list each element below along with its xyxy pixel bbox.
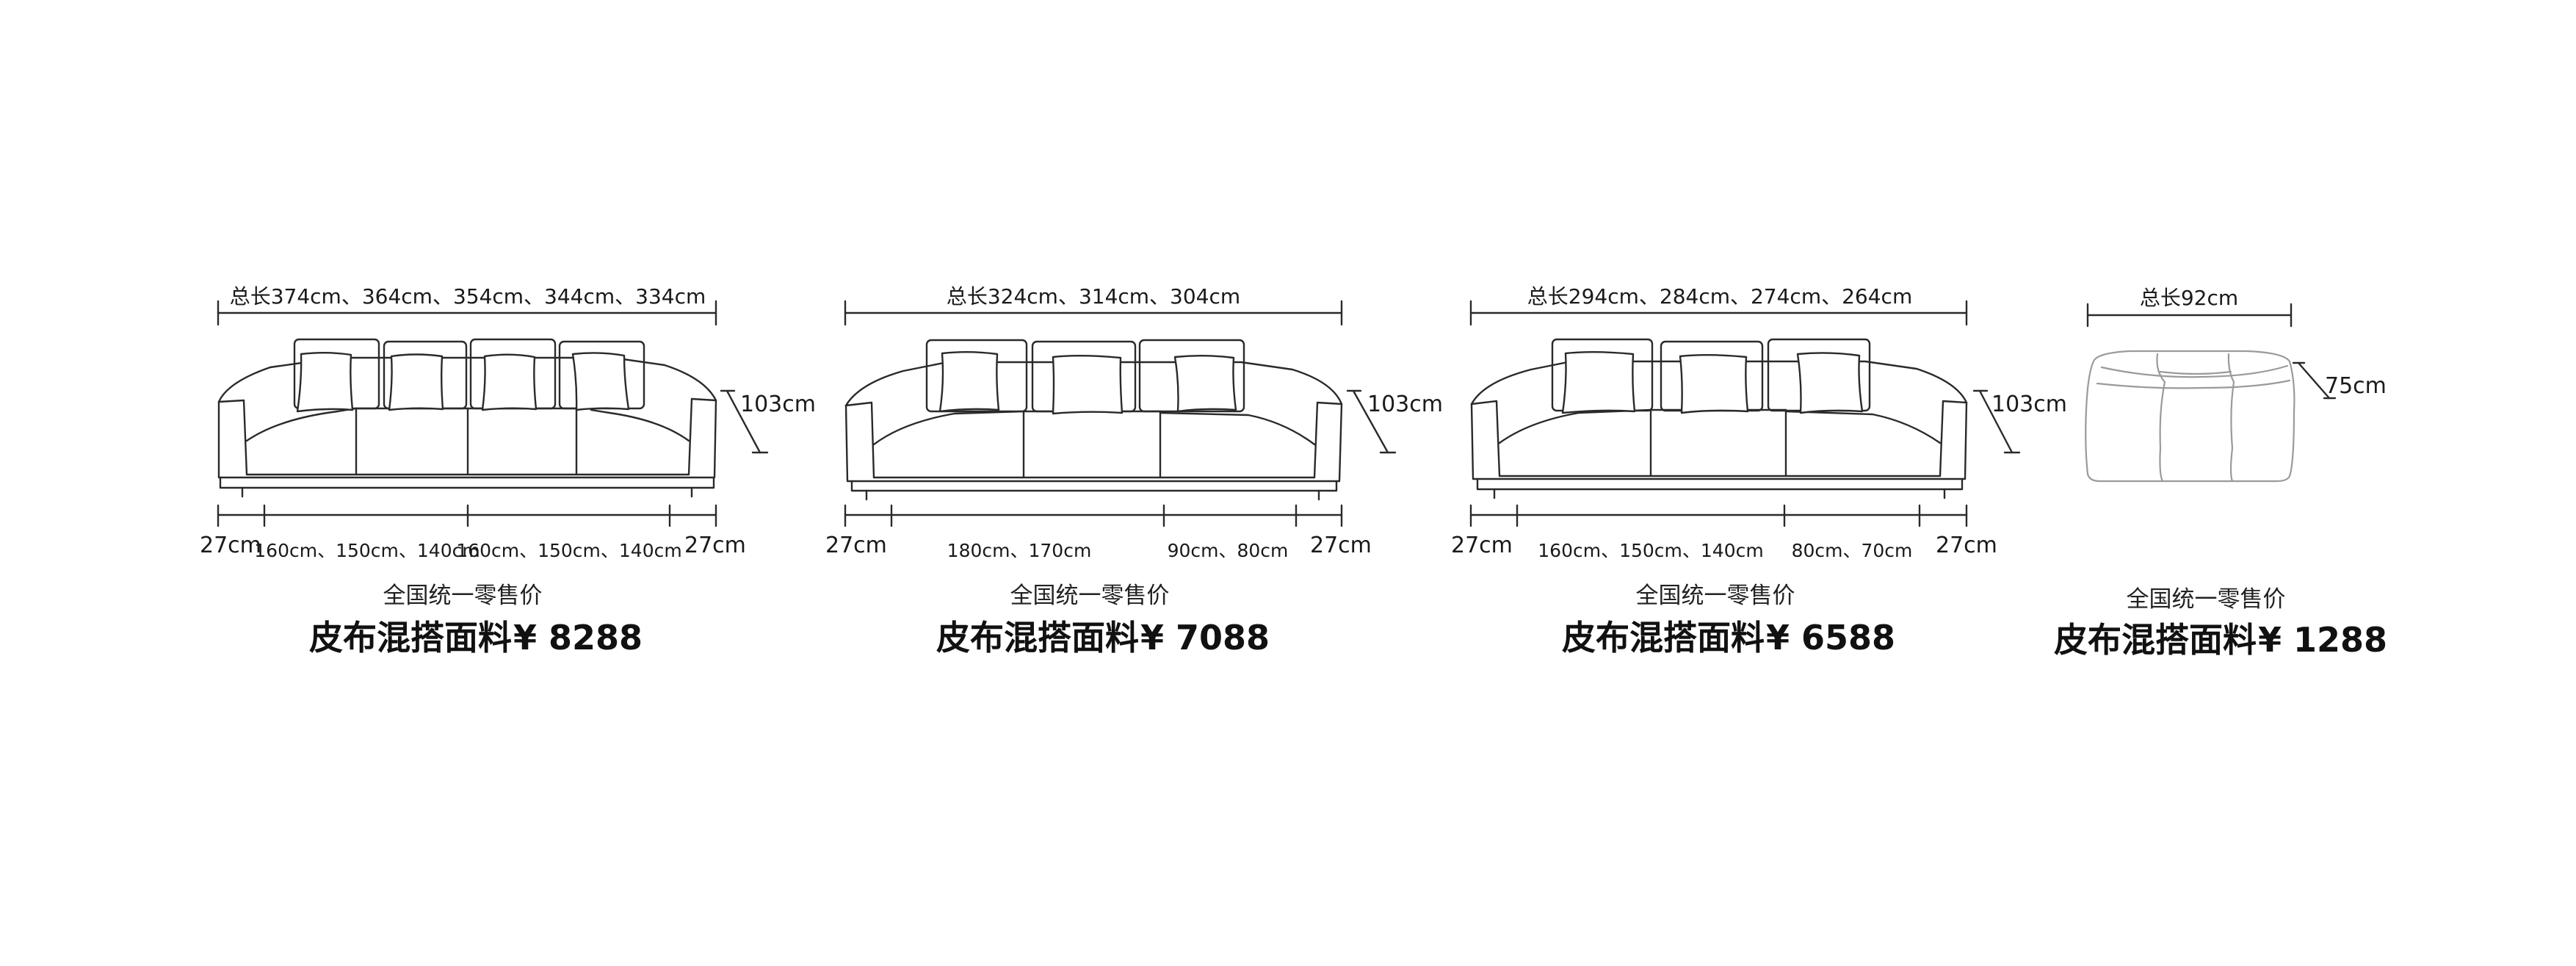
ottoman-drawing	[2085, 303, 2337, 483]
sofa-1-segment-right: 160cm、150cm、140cm	[456, 540, 682, 561]
sofa-1-right-arm-width: 27cm	[684, 533, 746, 558]
sofa-1-material: 皮布混搭面料	[308, 618, 512, 657]
sofa-3-price-value: ¥ 6588	[1765, 618, 1896, 657]
sofa-1-segment-left: 160cm、150cm、140cm	[254, 540, 480, 561]
sofa-3-height-dimension-line	[1972, 389, 2021, 454]
ottoman-body	[2085, 350, 2295, 483]
sofa-3-retail-label: 全国统一零售价	[1635, 583, 1795, 609]
sofa-3-price: 皮布混搭面料¥ 6588	[1562, 611, 1895, 660]
sofa-3-bottom-dimension-line	[1469, 504, 1968, 527]
sofa-3-left-arm-width: 27cm	[1451, 533, 1513, 558]
sofa-3-total-dimension-line	[1469, 300, 1968, 326]
sofa-2-total-length: 总长324cm、314cm、304cm	[946, 284, 1241, 309]
sofa-2-retail-label: 全国统一零售价	[1010, 583, 1170, 609]
sofa-3-segment-left: 160cm、150cm、140cm	[1538, 540, 1764, 561]
sofa-2-price-value: ¥ 7088	[1140, 618, 1270, 657]
sofa-2-price: 皮布混搭面料¥ 7088	[936, 611, 1270, 660]
sofa-1-height: 103cm	[740, 392, 816, 417]
sofa-2-segment-right: 90cm、80cm	[1167, 540, 1289, 561]
sofa-2-segment-left: 180cm、170cm	[947, 540, 1092, 561]
sofa-1-retail-label: 全国统一零售价	[383, 583, 543, 609]
sofa-3-height: 103cm	[1991, 392, 2067, 417]
sofa-1-height-dimension-line	[720, 389, 769, 454]
sofa-1-total-length: 总长374cm、364cm、354cm、344cm、334cm	[229, 284, 706, 309]
sofa-3-right-arm-width: 27cm	[1936, 533, 1997, 558]
ottoman-price-value: ¥ 1288	[2257, 620, 2388, 660]
ottoman-total-dimension-line	[2086, 303, 2293, 328]
sofa-3-total-length: 总长294cm、284cm、274cm、264cm	[1527, 284, 1913, 309]
sofa-2-total-dimension-line	[844, 300, 1343, 326]
sofa-1-price: 皮布混搭面料¥ 8288	[309, 611, 643, 660]
sofa-2-bottom-dimension-line	[844, 504, 1343, 527]
sofa-2-body	[844, 339, 1343, 501]
sofa-1-total-dimension-line	[217, 300, 717, 326]
ottoman-total-length: 总长92cm	[2139, 286, 2239, 310]
sofa-1-bottom-dimension-line	[217, 504, 717, 527]
ottoman-height-dimension-line	[2292, 361, 2337, 400]
ottoman-price: 皮布混搭面料¥ 1288	[2054, 613, 2387, 662]
ottoman-height: 75cm	[2325, 373, 2387, 399]
sofa-2-height-dimension-line	[1346, 389, 1397, 454]
sofa-1-left-arm-width: 27cm	[200, 533, 261, 558]
sofa-2-left-arm-width: 27cm	[825, 533, 887, 558]
sofa-1-drawing	[217, 300, 769, 527]
sofa-2-drawing	[844, 300, 1397, 527]
sofa-1-price-value: ¥ 8288	[513, 618, 643, 657]
sofa-2-height: 103cm	[1367, 392, 1443, 417]
ottoman-material: 皮布混搭面料	[2053, 620, 2257, 660]
sofa-3-segment-right: 80cm、70cm	[1791, 540, 1913, 561]
sofa-3-drawing	[1469, 300, 2021, 527]
sofa-2-right-arm-width: 27cm	[1310, 533, 1372, 558]
sofa-3-material: 皮布混搭面料	[1561, 618, 1765, 657]
sofa-2-material: 皮布混搭面料	[936, 618, 1139, 657]
sofa-1-body	[217, 338, 717, 498]
sofa-3-body	[1470, 338, 1968, 500]
ottoman-retail-label: 全国统一零售价	[2126, 586, 2286, 613]
